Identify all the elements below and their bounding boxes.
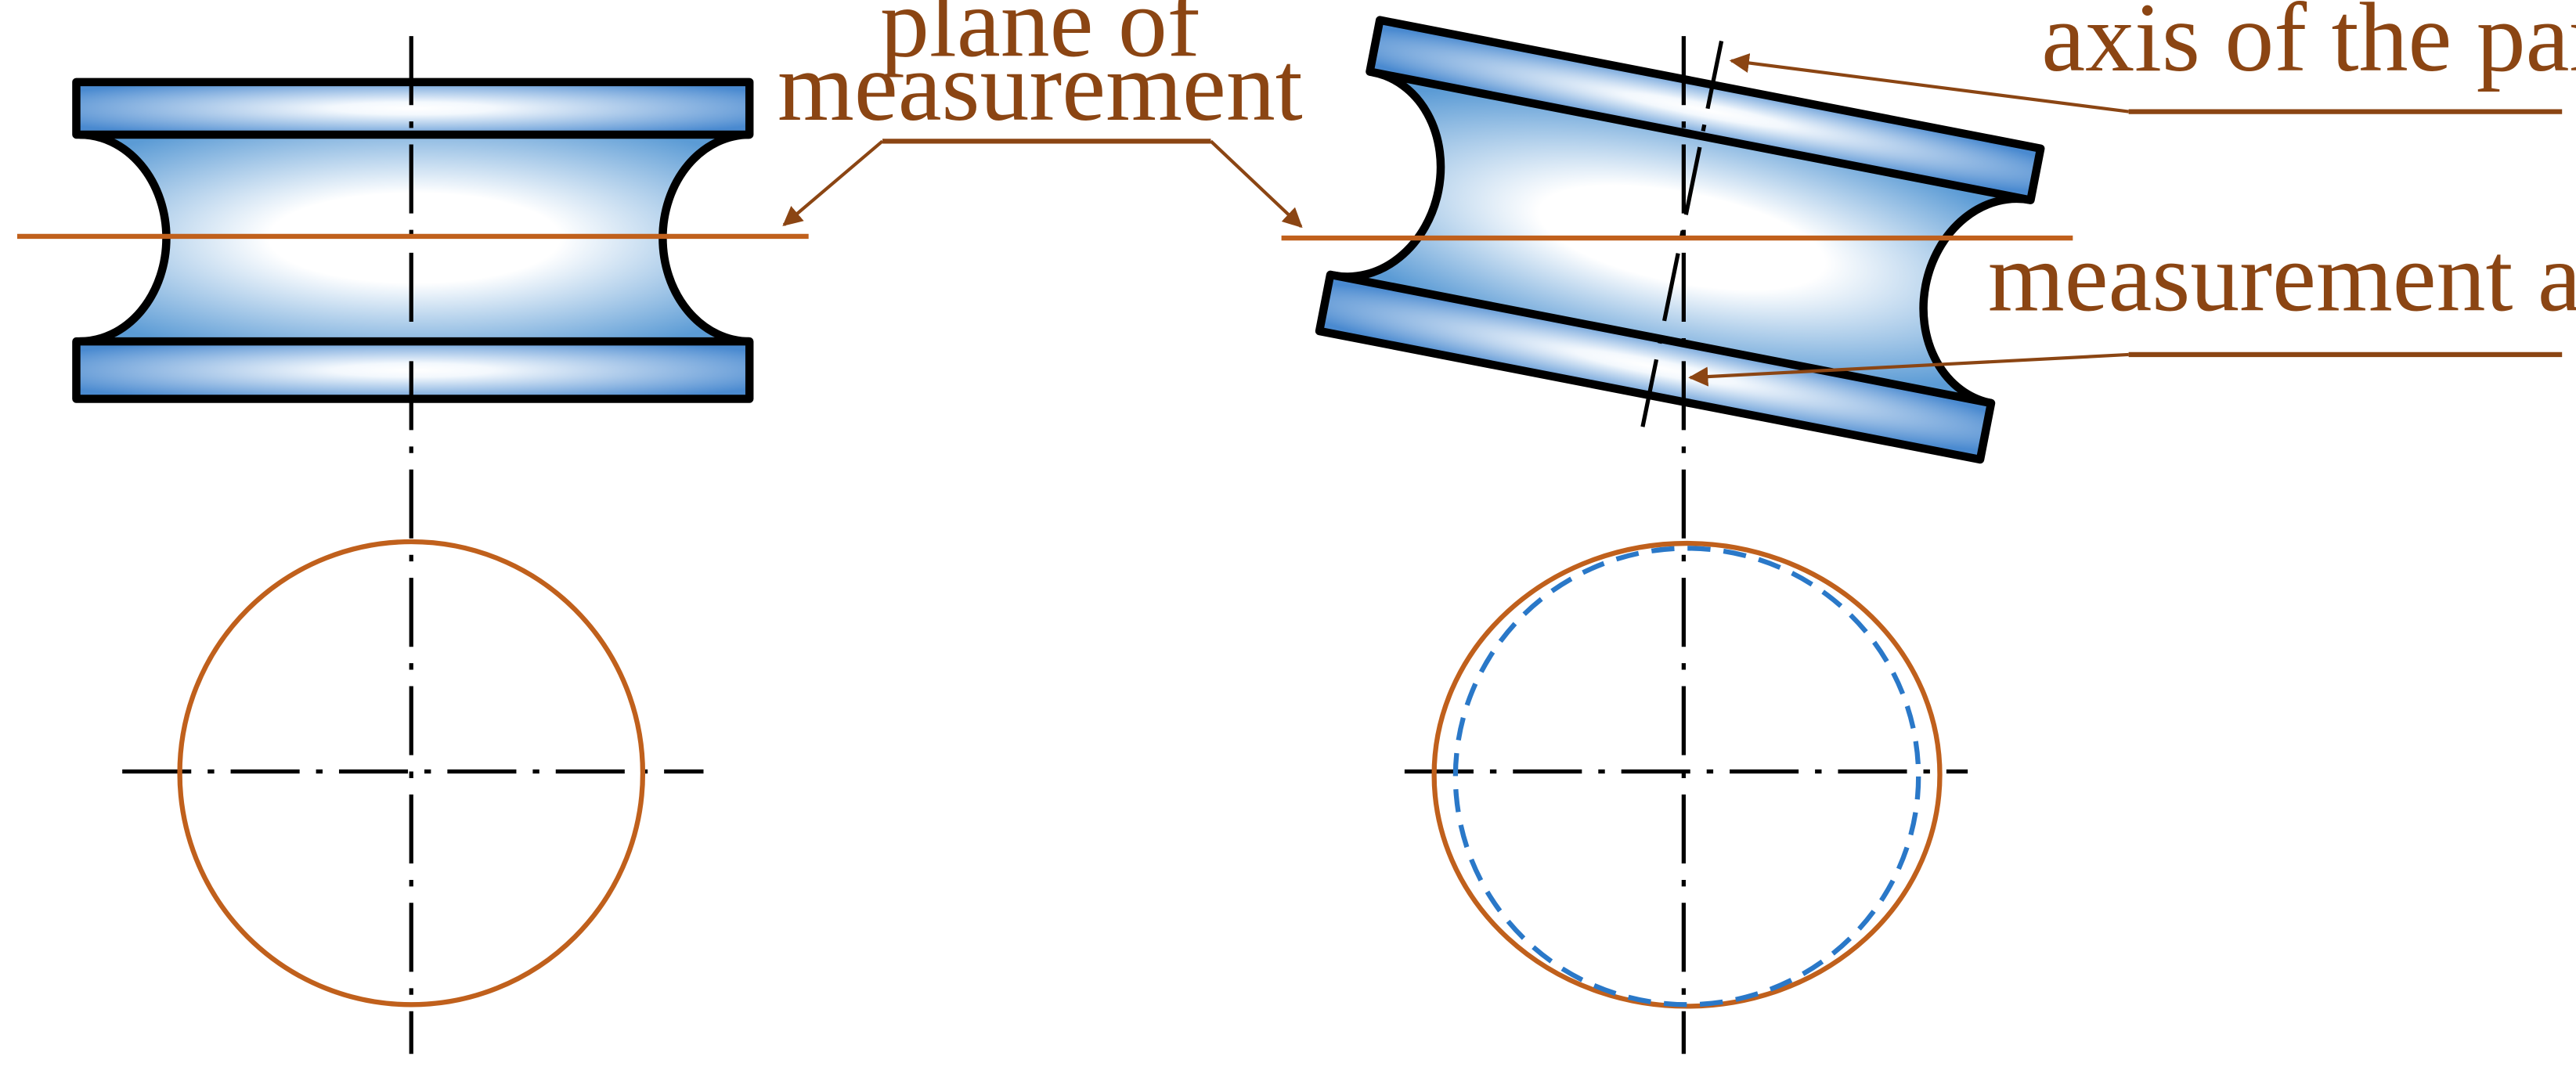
right-part-top-flange — [1366, 16, 2045, 204]
right-part-body-outline — [1333, 68, 2032, 408]
right-section-dashed-circle — [1452, 546, 1921, 1008]
right-section-ellipse — [1431, 540, 1943, 1009]
part-axis-line — [1640, 40, 1724, 427]
plane-arrow-left — [782, 139, 884, 226]
part-axis-arrow — [1729, 52, 2129, 114]
left-part — [72, 78, 754, 403]
measurement-axis-label: measurement axis — [1988, 223, 2576, 332]
plane-label-line-1: plane of — [880, 0, 1200, 78]
measurement-axis-arrow — [1688, 352, 2129, 387]
left-section-circle — [177, 539, 646, 1008]
plane-label-line-2: measurement — [777, 33, 1303, 142]
part-axis-label: axis of the part — [2041, 0, 2576, 92]
plane-arrow-right — [1210, 139, 1303, 229]
